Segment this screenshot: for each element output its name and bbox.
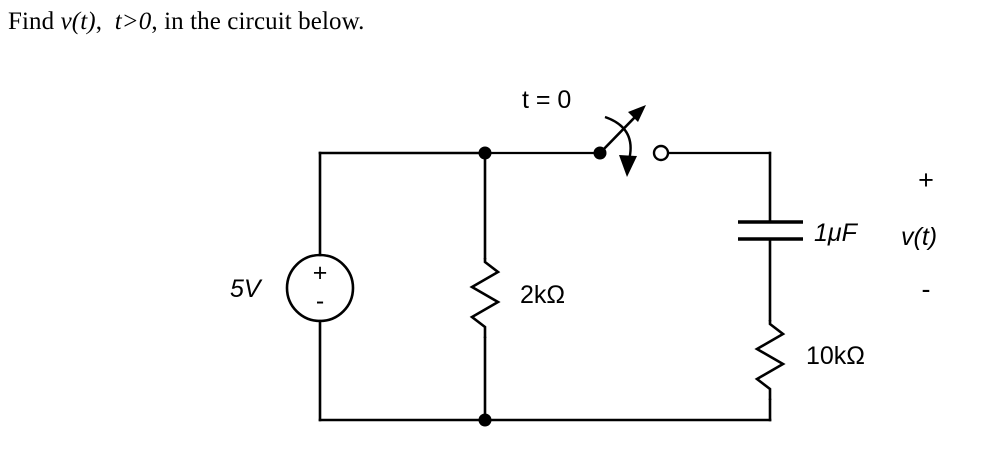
switch-blade[interactable] <box>599 114 638 154</box>
page-title: Find v(t), t>0, in the circuit below. <box>8 8 365 36</box>
node-dot-bottom <box>478 413 492 427</box>
output-plus-sign: + <box>918 165 934 195</box>
source-label: 5V <box>230 275 263 303</box>
problem-suffix: , in the circuit below. <box>151 8 365 35</box>
switch-label: t = 0 <box>522 86 571 114</box>
switch-blade-arrowhead <box>628 105 646 122</box>
node-dot-top <box>478 146 492 160</box>
problem-variable: v(t) <box>60 8 96 35</box>
output-voltage-label: v(t) <box>901 223 937 251</box>
problem-condition: t>0 <box>114 8 152 35</box>
resistor-2k-zigzag <box>469 258 501 338</box>
problem-prefix: Find <box>8 8 61 35</box>
voltage-source-symbol <box>285 253 355 323</box>
resistor-2k-label: 2kΩ <box>520 281 565 309</box>
switch-open-terminal[interactable] <box>652 144 670 162</box>
resistor-10k-label: 10kΩ <box>806 342 865 370</box>
problem-middle: , <box>95 8 115 35</box>
capacitor-label: 1μF <box>814 219 859 247</box>
output-minus-sign: - <box>922 274 931 304</box>
switch-motion-arrowhead <box>619 155 637 177</box>
source-minus-sign: - <box>316 287 324 315</box>
resistor-10k-zigzag <box>754 320 786 400</box>
switch-motion-arc <box>604 115 632 161</box>
source-plus-sign: + <box>313 259 328 287</box>
